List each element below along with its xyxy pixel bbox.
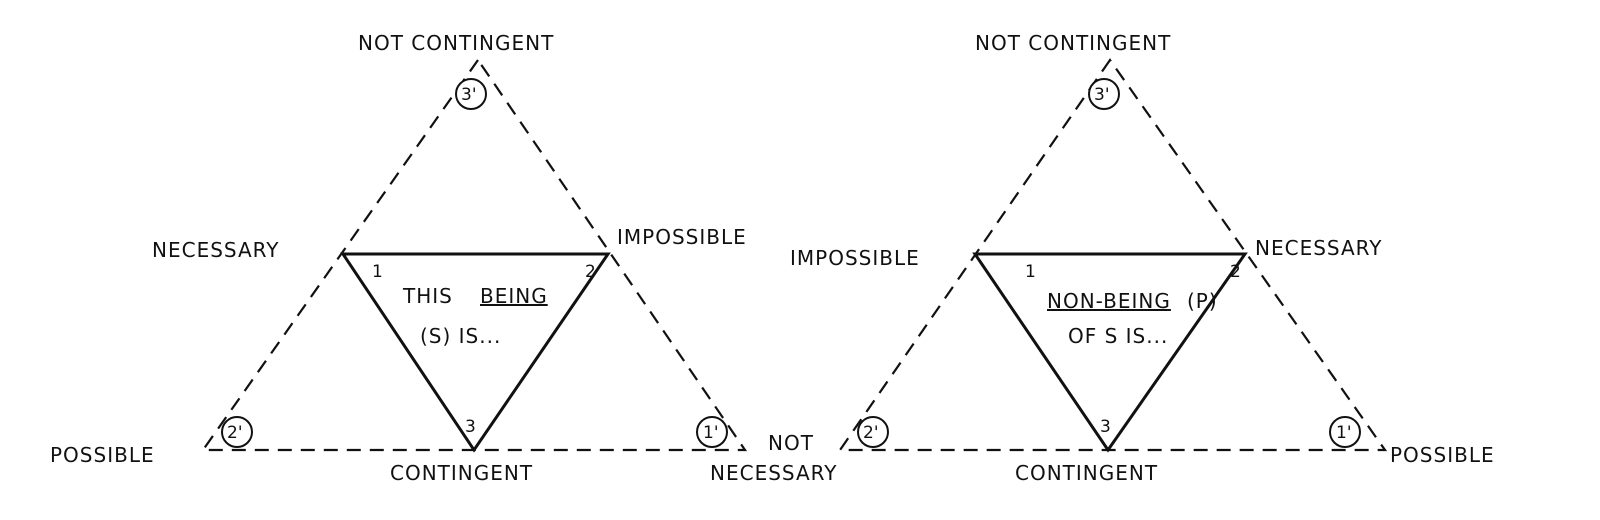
right-inner-p: (P) <box>1187 289 1218 313</box>
left-label-top: NOT CONTINGENT <box>358 31 554 55</box>
right-circle-top: 3' <box>1088 78 1120 110</box>
svg-text:1': 1' <box>1336 423 1352 443</box>
right-label-top: NOT CONTINGENT <box>975 31 1171 55</box>
left-vertex-3: 3 <box>465 417 476 437</box>
right-label-contingent: CONTINGENT <box>1015 461 1158 485</box>
right-label-impossible: IMPOSSIBLE <box>790 246 920 270</box>
svg-text:2': 2' <box>863 423 879 443</box>
right-vertex-2: 2 <box>1230 262 1241 282</box>
left-label-impossible: IMPOSSIBLE <box>617 225 747 249</box>
svg-text:3': 3' <box>1094 85 1110 105</box>
right-circle-left: 2' <box>857 416 889 448</box>
right-label-possible: POSSIBLE <box>1390 443 1495 467</box>
right-label-necessary: NECESSARY <box>1255 236 1382 260</box>
left-inner-triangle <box>340 252 611 453</box>
left-label-possible: POSSIBLE <box>50 443 155 467</box>
left-circle-top: 3' <box>455 78 487 110</box>
left-label-necessary-bottom: NECESSARY <box>710 461 837 485</box>
left-inner-this: THIS <box>402 284 453 308</box>
left-circle-right: 1' <box>696 416 728 448</box>
left-inner-line2: (S) IS... <box>420 324 501 348</box>
left-inner-being: BEING <box>480 284 548 308</box>
right-inner-line2: OF S IS... <box>1068 324 1168 348</box>
left-diagram: NOT CONTINGENT NECESSARY IMPOSSIBLE POSS… <box>50 31 837 485</box>
left-label-not: NOT <box>768 431 814 455</box>
left-label-necessary: NECESSARY <box>152 238 279 262</box>
left-circle-left: 2' <box>221 416 253 448</box>
right-inner-triangle <box>972 252 1248 453</box>
right-circle-right: 1' <box>1329 416 1361 448</box>
svg-text:2': 2' <box>227 423 243 443</box>
right-diagram: NOT CONTINGENT IMPOSSIBLE NECESSARY POSS… <box>790 31 1495 485</box>
left-vertex-1: 1 <box>372 262 383 282</box>
left-label-contingent: CONTINGENT <box>390 461 533 485</box>
right-vertex-1: 1 <box>1025 262 1036 282</box>
left-vertex-2: 2 <box>585 262 596 282</box>
svg-text:1': 1' <box>703 423 719 443</box>
right-inner-non-being: NON-BEING <box>1047 289 1171 313</box>
svg-text:3': 3' <box>461 85 477 105</box>
right-vertex-3: 3 <box>1100 417 1111 437</box>
